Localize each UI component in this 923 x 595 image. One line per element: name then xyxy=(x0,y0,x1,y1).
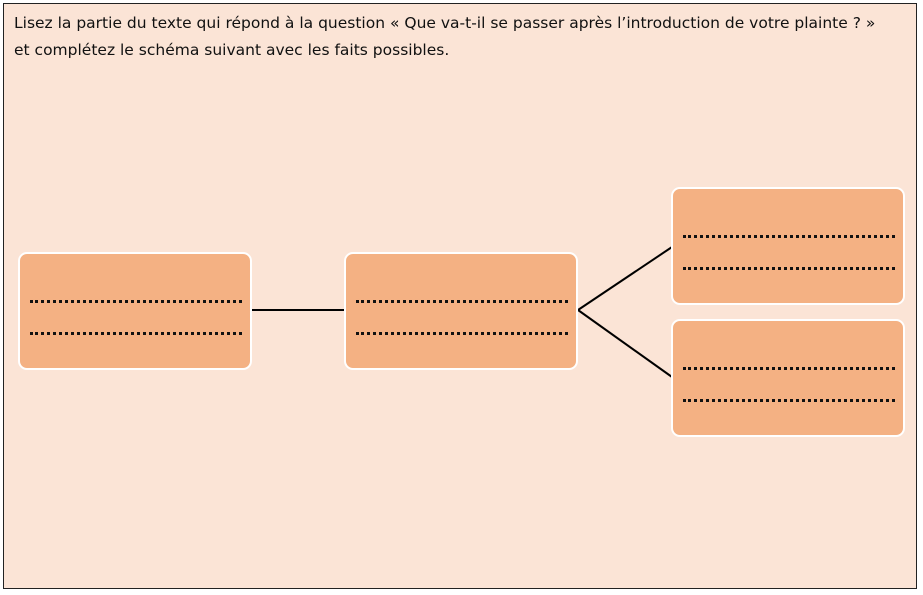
node-outcome-a xyxy=(671,187,905,305)
answer-line[interactable] xyxy=(30,300,242,303)
node-step-1 xyxy=(18,252,252,370)
connector-lines xyxy=(252,246,673,378)
node-step-2 xyxy=(344,252,578,370)
answer-line[interactable] xyxy=(683,267,895,270)
edge-step2-outcome-a xyxy=(577,246,673,311)
answer-line[interactable] xyxy=(683,367,895,370)
node-outcome-b xyxy=(671,319,905,437)
instruction-text: Lisez la partie du texte qui répond à la… xyxy=(14,14,876,59)
answer-line[interactable] xyxy=(356,300,568,303)
answer-line[interactable] xyxy=(30,332,242,335)
answer-line[interactable] xyxy=(356,332,568,335)
edge-step2-outcome-b xyxy=(577,309,673,378)
answer-line[interactable] xyxy=(683,235,895,238)
answer-line[interactable] xyxy=(683,399,895,402)
worksheet-panel: Lisez la partie du texte qui répond à la… xyxy=(3,3,917,589)
